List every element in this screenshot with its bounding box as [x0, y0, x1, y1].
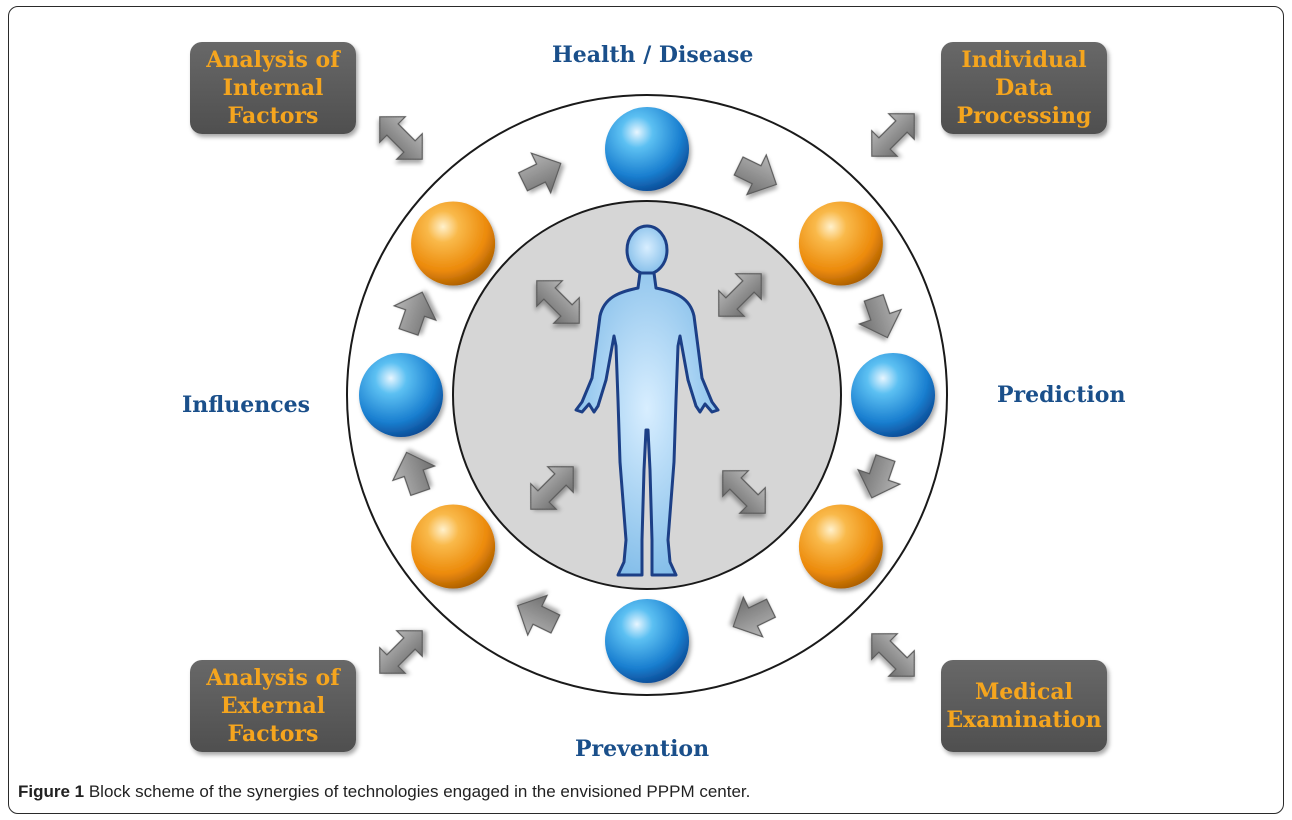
caption-text: Block scheme of the synergies of technol… [84, 782, 751, 801]
orange-sphere-icon [411, 504, 496, 589]
double-arrow-icon [871, 113, 915, 157]
orange-sphere-icon [798, 504, 883, 589]
double-arrow-icon [379, 116, 423, 160]
double-arrow-icon [718, 273, 762, 317]
box-analysis-internal-factors: Analysis of Internal Factors [190, 42, 356, 134]
double-arrow-icon [530, 466, 574, 510]
gray-arrow-icon [391, 451, 437, 497]
gray-arrow-icon [732, 595, 777, 638]
label-health-disease: Health / Disease [552, 42, 754, 68]
figure-frame [8, 6, 1284, 814]
blue-sphere-icon [605, 107, 689, 191]
double-arrow-icon [722, 470, 766, 514]
figure-caption: Figure 1 Block scheme of the synergies o… [18, 782, 750, 802]
box-individual-data-processing: Individual Data Processing [941, 42, 1107, 134]
blue-sphere-icon [359, 353, 443, 437]
gray-arrow-icon [856, 454, 902, 499]
gray-arrow-icon [733, 153, 778, 196]
orange-sphere-icon [411, 201, 496, 286]
caption-figure-label: Figure 1 [18, 782, 85, 801]
gray-arrow-icon [517, 152, 562, 195]
gray-arrow-icon [516, 594, 561, 637]
blue-sphere-icon [605, 599, 689, 683]
double-arrow-icon [871, 633, 915, 677]
double-arrow-icon [379, 630, 423, 674]
gray-arrow-icon [392, 291, 438, 336]
gray-arrow-icon [857, 293, 903, 339]
human-figure-icon [574, 224, 720, 577]
box-analysis-external-factors: Analysis of External Factors [190, 660, 356, 752]
blue-sphere-icon [851, 353, 935, 437]
label-prevention: Prevention [575, 736, 710, 762]
label-influences: Influences [182, 392, 311, 418]
box-medical-examination: Medical Examination [941, 660, 1107, 752]
label-prediction: Prediction [997, 382, 1126, 408]
orange-sphere-icon [798, 201, 883, 286]
double-arrow-icon [536, 280, 580, 324]
